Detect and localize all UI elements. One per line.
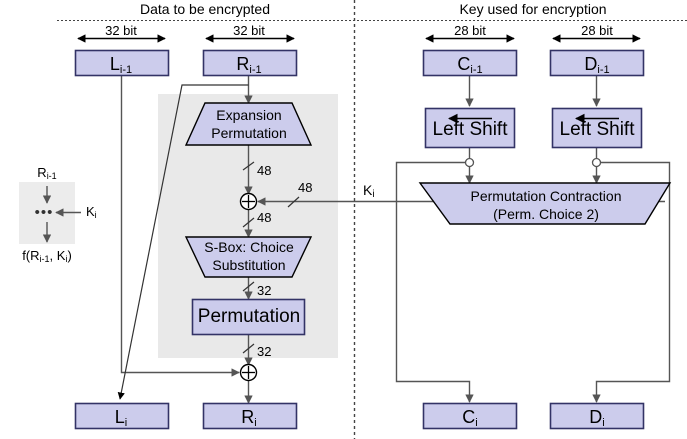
shape-sbox[interactable] xyxy=(184,236,313,278)
slash-32-b xyxy=(242,343,255,354)
box-permutation[interactable] xyxy=(191,298,306,336)
box-C-next[interactable] xyxy=(422,402,518,430)
junction-dot-right xyxy=(591,157,602,168)
box-L-prev[interactable] xyxy=(74,49,170,77)
box-C-prev[interactable] xyxy=(422,49,518,77)
box-L-next[interactable] xyxy=(74,402,170,430)
box-left-shift-1[interactable] xyxy=(424,107,516,149)
box-R-next[interactable] xyxy=(202,402,298,430)
slash-48-a xyxy=(242,161,255,171)
slash-32-a xyxy=(242,281,255,292)
junction-dot-left xyxy=(464,157,475,168)
wire-junction2-to-Dnext xyxy=(592,161,671,403)
box-D-prev[interactable] xyxy=(549,49,645,77)
slash-48-b xyxy=(242,217,255,228)
box-R-prev[interactable] xyxy=(202,49,298,77)
shape-permutation-contraction[interactable] xyxy=(418,182,672,225)
box-D-next[interactable] xyxy=(549,402,645,430)
slash-48-key xyxy=(287,196,300,208)
box-left-shift-2[interactable] xyxy=(551,107,643,149)
wire-Rprev-to-Lnext xyxy=(117,84,249,400)
shape-expansion-permutation[interactable] xyxy=(184,102,313,146)
wire-junction1-to-Cnext xyxy=(395,161,474,403)
wire-Lprev-to-xor2 xyxy=(120,75,240,377)
